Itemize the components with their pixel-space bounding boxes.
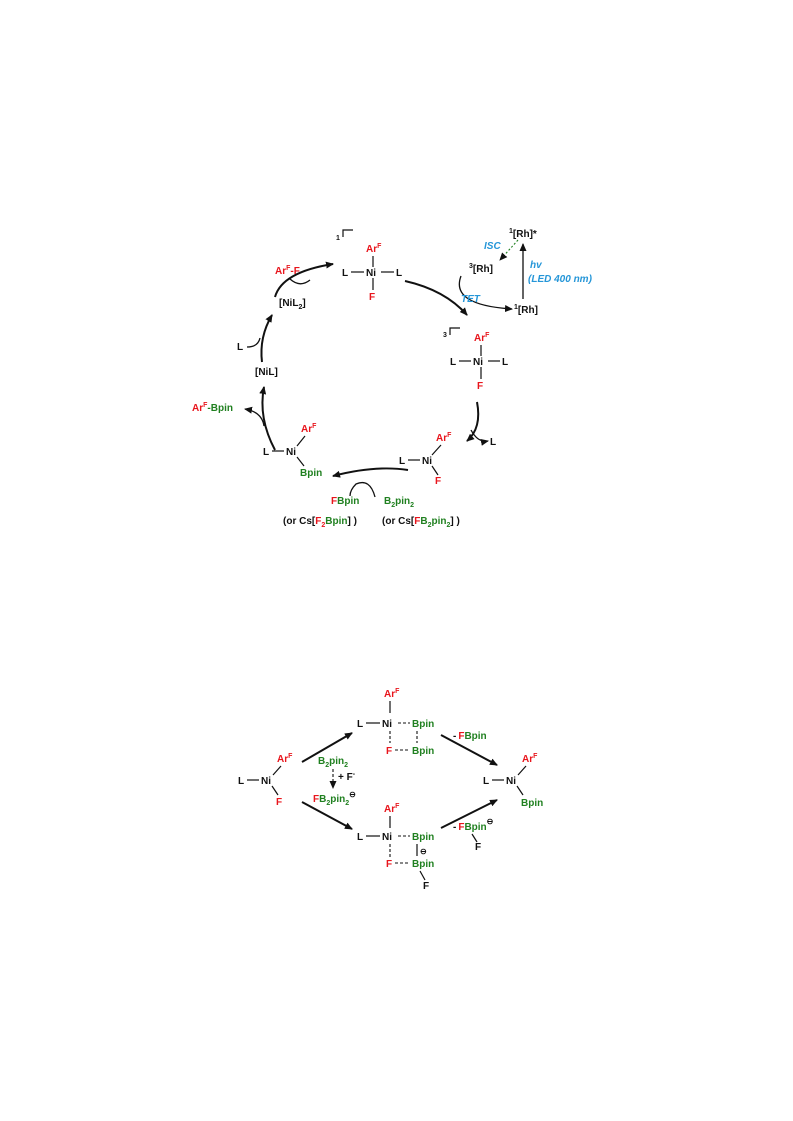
- aryl-label: ArF: [366, 243, 382, 255]
- alternative-reagent-label: (or Cs[FB2pin2] ): [382, 516, 460, 529]
- aryl-label: ArF: [474, 332, 490, 344]
- nickel-fluoride-complex: ArF L Ni F: [399, 432, 452, 487]
- tet-label: TET: [461, 294, 481, 305]
- aryl-label: ArF: [384, 803, 400, 815]
- boryl-label: Bpin: [521, 798, 543, 809]
- diboron-reagent-label: B2pin2: [318, 756, 348, 769]
- transmetalation-mechanism: ArF L Ni F ArF L Ni Bpin F Bpin: [238, 688, 543, 892]
- cycle-arrow-energy-transfer: [404, 280, 468, 316]
- fluoroborane-label: FBpin: [331, 496, 359, 507]
- product-complex: ArF L Ni Bpin: [483, 753, 543, 809]
- ligand-in-label: L: [237, 342, 243, 353]
- fluoroborate-loss-label: -FBpin⊖ F: [453, 817, 494, 853]
- catalytic-cycle: 1 ArF L Ni L F ArF-F [NiL2] L [NiL] ArF-…: [192, 228, 593, 529]
- arrow-anionic-to-product: [440, 799, 498, 829]
- arrow-to-anionic-intermediate: [301, 801, 353, 830]
- cycle-arrow-reductive-elimination: [259, 386, 276, 451]
- led-label: (LED 400 nm): [528, 274, 593, 285]
- nickel-label: Ni: [422, 456, 432, 467]
- ligand-label: L: [396, 268, 402, 279]
- fluoride-label: F: [369, 292, 375, 303]
- aryl-fluoride-label: ArF-F: [275, 265, 300, 277]
- ligand-label: L: [263, 447, 269, 458]
- fluoride-label: F: [477, 381, 483, 392]
- cycle-arrow-transmetalation: [332, 467, 409, 478]
- boryl-label: Bpin: [300, 468, 322, 479]
- triplet-bracket: [449, 327, 460, 335]
- neutral-four-membered-intermediate: ArF L Ni Bpin F Bpin: [357, 688, 434, 757]
- nickel-boryl-complex: ArF L Ni Bpin: [263, 423, 322, 479]
- ligand-label: L: [502, 357, 508, 368]
- rh-ground-label: 1[Rh]: [514, 304, 538, 316]
- aryl-label: ArF: [436, 432, 452, 444]
- fluoride-addition-label: + F-: [338, 771, 356, 783]
- fluoride-label: F: [276, 797, 282, 808]
- boryl-label: Bpin: [412, 746, 434, 757]
- boryl-label: Bpin: [412, 832, 434, 843]
- nickel-label: Ni: [473, 357, 483, 368]
- nickel-bis-ligand-label: [NiL2]: [279, 298, 306, 311]
- ligand-inflow-arc: [246, 337, 261, 348]
- ligand-loss-arc: [470, 429, 489, 446]
- rh-excited-singlet-label: 1[Rh]*: [509, 228, 537, 240]
- cycle-arrow-ligand-binding: [260, 314, 273, 363]
- aryl-label: ArF: [384, 688, 400, 700]
- isc-arrow: [499, 239, 519, 261]
- isc-label: ISC: [484, 241, 501, 252]
- anionic-intermediate: ArF L Ni Bpin ⊖ F Bpin F: [357, 803, 434, 892]
- fluoroborane-loss-label: -FBpin: [453, 731, 487, 742]
- arrow-neutral-to-product: [440, 734, 498, 766]
- nickel-label: Ni: [382, 832, 392, 843]
- alternative-byproduct-label: (or Cs[F2Bpin] ): [283, 516, 357, 529]
- ligand-label: L: [357, 832, 363, 843]
- aryl-label: ArF: [522, 753, 538, 765]
- ligand-out-label: L: [490, 437, 496, 448]
- nickel-label: Ni: [261, 776, 271, 787]
- diboron-reagent-label: B2pin2: [384, 496, 414, 509]
- nickel-label: Ni: [506, 776, 516, 787]
- fluoride-label: F: [423, 881, 429, 892]
- ligand-label: L: [342, 268, 348, 279]
- spin-label-singlet: 1: [336, 235, 340, 242]
- nickel-label: Ni: [286, 447, 296, 458]
- fluoride-label: F: [386, 859, 392, 870]
- boryl-label: Bpin: [412, 859, 434, 870]
- singlet-nickel-complex: 1 ArF L Ni L F: [336, 229, 402, 303]
- product-release-arc: [244, 406, 265, 427]
- spin-label-triplet: 3: [443, 332, 447, 339]
- ligand-label: L: [483, 776, 489, 787]
- boryl-label: Bpin: [412, 719, 434, 730]
- cycle-arrow-ligand-loss: [466, 401, 480, 442]
- ligand-label: L: [399, 456, 405, 467]
- singlet-bracket: [342, 229, 353, 237]
- arrow-to-neutral-intermediate: [301, 732, 353, 763]
- light-label: hv: [530, 260, 543, 271]
- aryl-label: ArF: [277, 753, 293, 765]
- fluoride-label: F: [435, 476, 441, 487]
- product-label: ArF-Bpin: [192, 402, 233, 414]
- anion-charge-label: ⊖: [420, 847, 427, 856]
- fluoride-label: F: [386, 746, 392, 757]
- rh-triplet-label: 3[Rh]: [469, 263, 493, 275]
- ligand-label: L: [450, 357, 456, 368]
- svg-text:-FBpin⊖: -FBpin⊖: [453, 817, 494, 833]
- triplet-energy-transfer-arrow: [458, 275, 513, 313]
- triplet-nickel-complex: 3 ArF L Ni L F: [443, 327, 508, 392]
- cycle-arrow-oxidative-addition: [274, 261, 334, 298]
- svg-text:F: F: [475, 842, 481, 853]
- aryl-label: ArF: [301, 423, 317, 435]
- ligand-label: L: [357, 719, 363, 730]
- byproduct-release-arc: [349, 481, 376, 498]
- nickel-mono-ligand-label: [NiL]: [255, 367, 278, 378]
- nickel-label: Ni: [382, 719, 392, 730]
- start-complex: ArF L Ni F: [238, 753, 293, 808]
- substrate-inflow-arc: [289, 278, 311, 285]
- nickel-label: Ni: [366, 268, 376, 279]
- ligand-label: L: [238, 776, 244, 787]
- fluoro-diboron-anion-label: FB2pin2⊖: [313, 790, 356, 807]
- photocatalyst-cycle: 1[Rh]* ISC 3[Rh] hv (LED 400 nm) TET 1[R…: [458, 228, 593, 316]
